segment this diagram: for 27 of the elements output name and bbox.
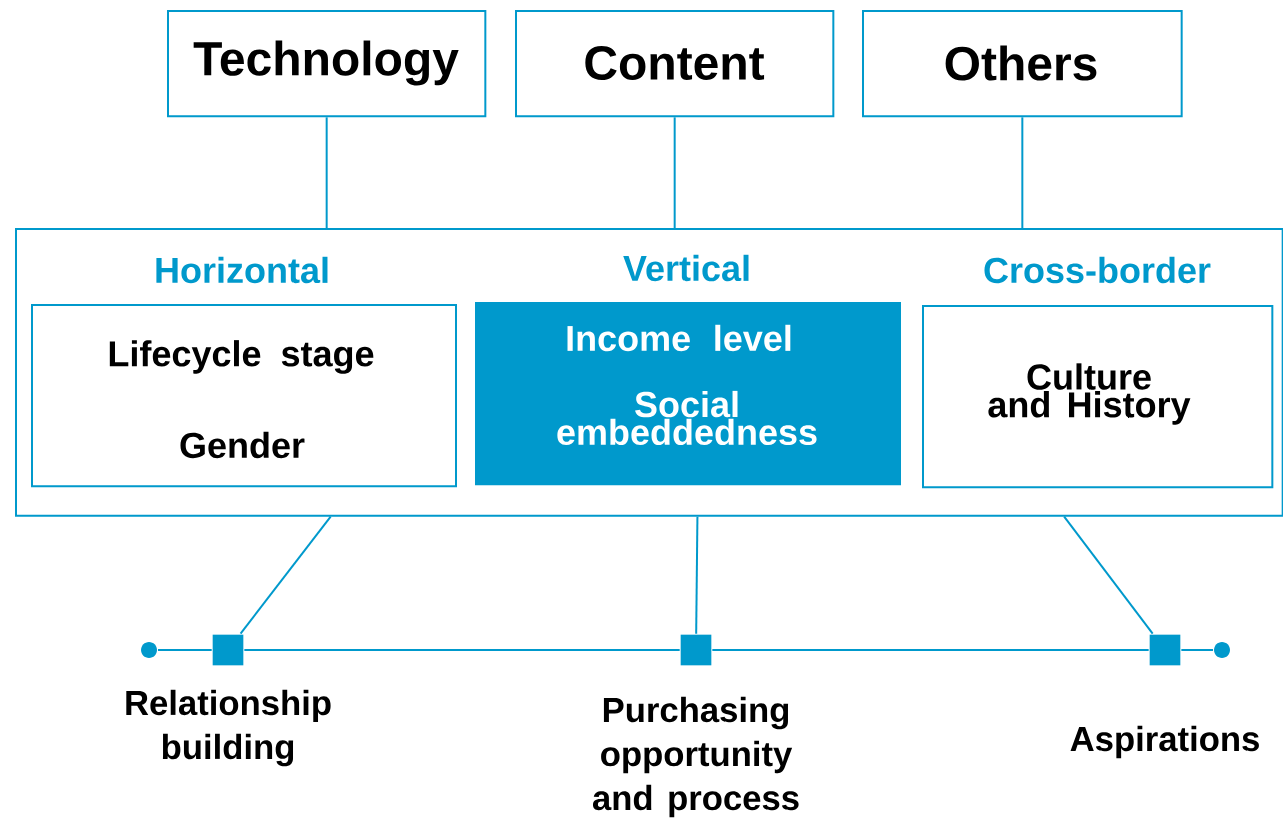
text-box: Horizontal Lifecycle stage Gender xyxy=(31,256,457,488)
dot xyxy=(1214,642,1230,658)
square-marker xyxy=(680,634,712,666)
text-box: Technology xyxy=(167,10,487,118)
square-marker xyxy=(1149,634,1181,666)
text-box: Content xyxy=(515,10,835,118)
text-box: Others xyxy=(862,10,1183,118)
dot xyxy=(141,642,157,658)
square-marker xyxy=(212,634,244,666)
milestone-label: Relationship building xyxy=(126,689,331,767)
milestone-label: Aspirations xyxy=(1070,725,1259,759)
milestone-label: Purchasing opportunity and process xyxy=(593,696,799,818)
connector-line xyxy=(1021,116,1024,229)
connector-line xyxy=(1180,649,1214,651)
connector-line xyxy=(239,515,332,635)
connector-line xyxy=(157,649,213,651)
node-label: Vertical xyxy=(623,254,749,282)
text-box: Vertical Income level Social embeddedness xyxy=(475,254,901,486)
connector-line xyxy=(711,649,1150,651)
node-label: Horizontal xyxy=(156,256,328,284)
text-box: Cross-border Culture and History xyxy=(922,256,1274,489)
connector-line xyxy=(325,116,328,229)
connector-line xyxy=(243,649,681,651)
connector-line xyxy=(1063,515,1154,635)
connector-line xyxy=(695,515,699,635)
node-label: Cross-border xyxy=(984,256,1211,284)
connector-line xyxy=(673,116,676,229)
